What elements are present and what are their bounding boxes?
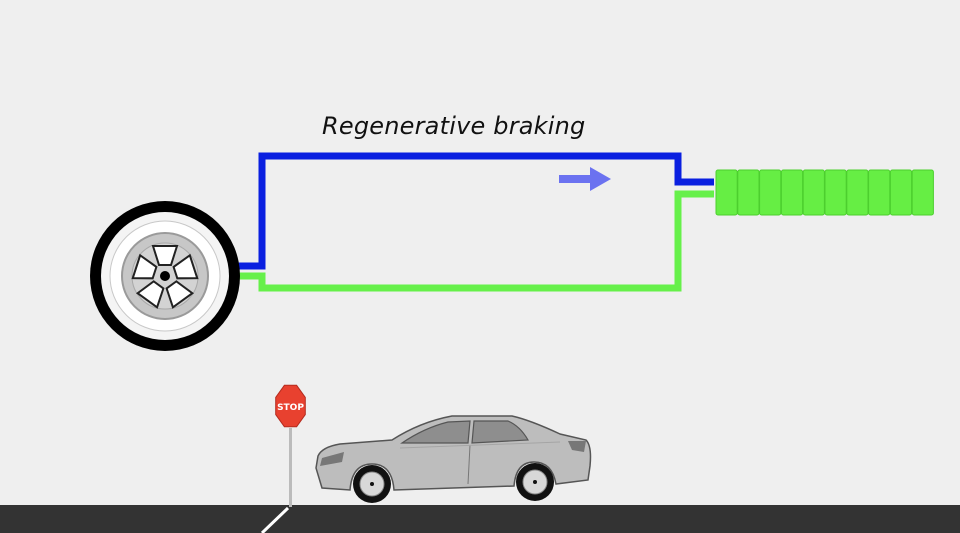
road [0,505,960,533]
battery-cell [802,169,825,216]
wheel-spoke [165,280,195,309]
wheel-spoke [131,253,158,280]
battery-cell [824,169,847,216]
wheel-spoke [172,253,199,280]
energy-flow-arrow [559,167,611,191]
battery-cell [759,169,782,216]
road-marking [260,506,290,533]
battery-cell [868,169,891,216]
car-window-front [400,420,471,444]
battery-cell [715,169,738,216]
battery-cell [846,169,869,216]
power-line [238,152,714,270]
battery-cell [737,169,760,216]
battery-cell [911,169,934,216]
wheel-spokes [131,245,199,309]
car-taillight [568,441,586,452]
wheel-spoke [151,245,179,266]
stop-sign-face [275,384,306,428]
battery-cell [889,169,913,216]
battery-cell [780,169,804,216]
wheel [90,201,240,351]
stop-sign: STOP [275,384,306,507]
battery [715,169,934,216]
wheel-spoke [135,280,165,309]
car-window-rear [471,420,530,444]
hub [160,271,170,281]
stop-sign-pole [289,428,292,507]
diagram-title: Regenerative braking [322,112,586,140]
return-line [238,190,714,292]
car [315,415,592,503]
stop-sign-text: STOP [277,403,304,413]
car-headlight [320,452,344,466]
